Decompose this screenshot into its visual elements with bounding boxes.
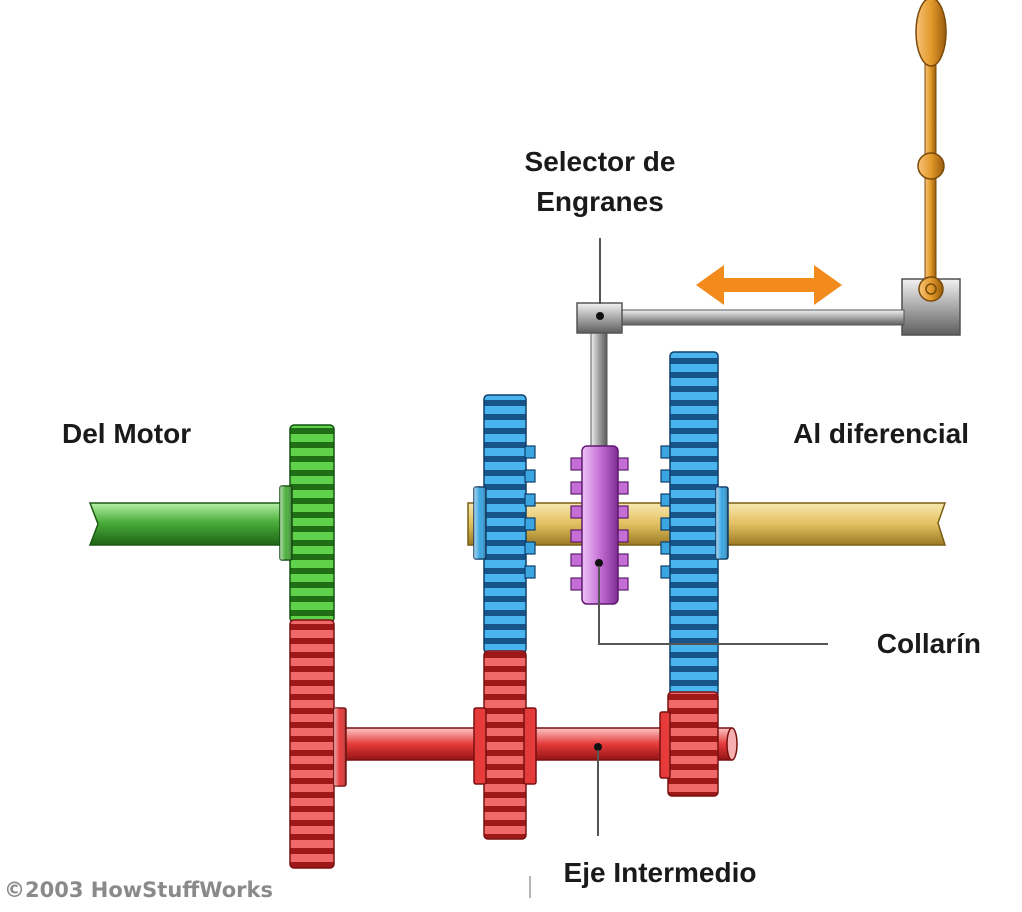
- collar-leader: [598, 566, 828, 645]
- selector-rod: [576, 302, 905, 449]
- input-gear: [279, 424, 335, 623]
- gear-shift-lever: [901, 0, 961, 336]
- al-diferencial-label: Al diferencial: [793, 418, 969, 449]
- collar: [570, 445, 629, 605]
- double-arrow-icon: [696, 265, 842, 305]
- collarin-label: Collarín: [877, 628, 981, 659]
- layshaft-gear-large: [289, 619, 347, 869]
- layshaft-gear-middle: [473, 650, 537, 840]
- selector-label-line2: Engranes: [536, 186, 664, 217]
- output-gear-right: [660, 351, 729, 698]
- output-gear-left: [473, 394, 536, 654]
- leader-lines: [529, 238, 828, 898]
- selector-label-line1: Selector de: [525, 146, 676, 177]
- layshaft-gear-small: [659, 691, 719, 797]
- eje-intermedio-label: Eje Intermedio: [564, 857, 757, 888]
- input-shaft: [88, 502, 293, 546]
- copyright-notice: ©2003 HowStuffWorks: [4, 878, 273, 902]
- lever-knob: [915, 0, 947, 67]
- lever-pivot: [917, 152, 945, 180]
- del-motor-label: Del Motor: [62, 418, 191, 449]
